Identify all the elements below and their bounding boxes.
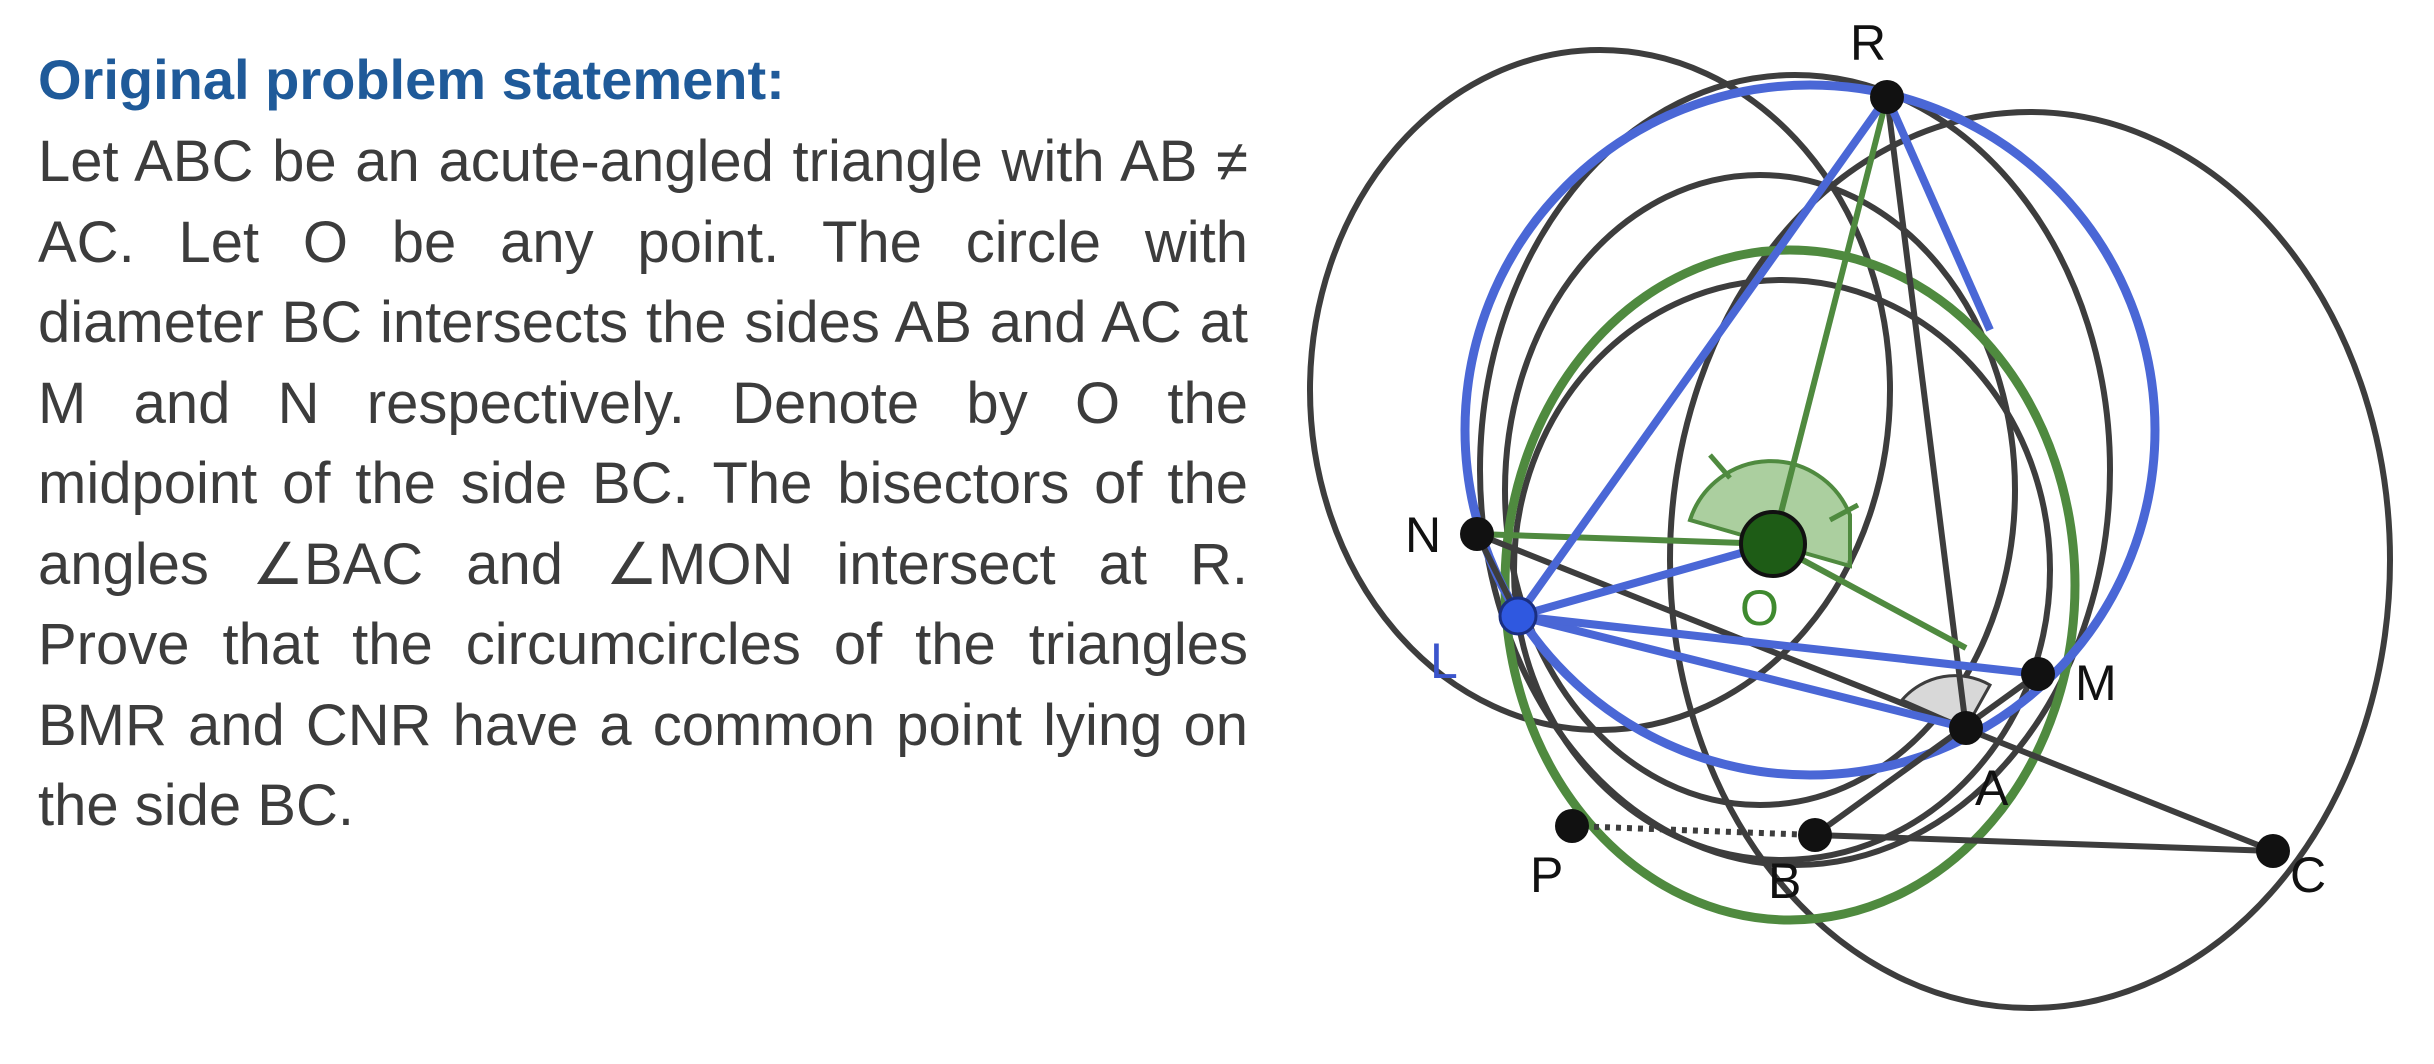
point-o — [1739, 510, 1807, 578]
label-a: A — [1975, 760, 2009, 816]
segment-r-a — [1884, 96, 1969, 729]
problem-statement: Let ABC be an acute-angled triangle with… — [38, 129, 1248, 838]
blue-r-l — [1514, 94, 1891, 619]
circle-mid-1 — [1477, 72, 2113, 868]
point-n — [1460, 517, 1494, 551]
label-b: B — [1768, 853, 1801, 909]
green-circle — [1500, 245, 2080, 925]
point-b — [1798, 818, 1832, 852]
angle-tick-2 — [1828, 502, 1860, 523]
segment-n-c — [1475, 531, 2275, 854]
point-m — [2021, 657, 2055, 691]
blue-r-m — [1883, 95, 1994, 332]
problem-text-block: Original problem statement: Let ABC be a… — [38, 38, 1248, 847]
green-o-n — [1476, 531, 1774, 547]
label-p: P — [1530, 847, 1563, 903]
circle-left-big — [1307, 47, 1893, 733]
green-o-a — [1771, 541, 1968, 651]
point-r — [1870, 80, 1904, 114]
point-p — [1555, 809, 1589, 843]
blue-l-o — [1516, 540, 1775, 620]
dotted-p-b — [1571, 823, 1816, 838]
label-m: M — [2075, 655, 2117, 711]
blue-circle — [1460, 80, 2160, 780]
label-o: O — [1740, 580, 1779, 636]
point-c — [2256, 834, 2290, 868]
circle-right-big — [1667, 109, 2393, 1011]
angle-tick-1 — [1708, 453, 1732, 480]
label-l: L — [1430, 633, 1458, 689]
blue-l-a — [1517, 612, 1967, 732]
segment-b-c — [1814, 832, 2274, 854]
green-o-r — [1770, 96, 1890, 545]
point-a — [1949, 711, 1983, 745]
circle-mid-2 — [1502, 172, 2018, 808]
point-l — [1498, 596, 1538, 636]
label-n: N — [1405, 507, 1441, 563]
segment-b-m — [1813, 671, 2040, 838]
label-r: R — [1850, 15, 1886, 71]
blue-l-m — [1517, 612, 2039, 678]
problem-heading: Original problem statement: — [38, 48, 785, 111]
circle-inner — [1511, 277, 2053, 863]
label-c: C — [2290, 847, 2326, 903]
